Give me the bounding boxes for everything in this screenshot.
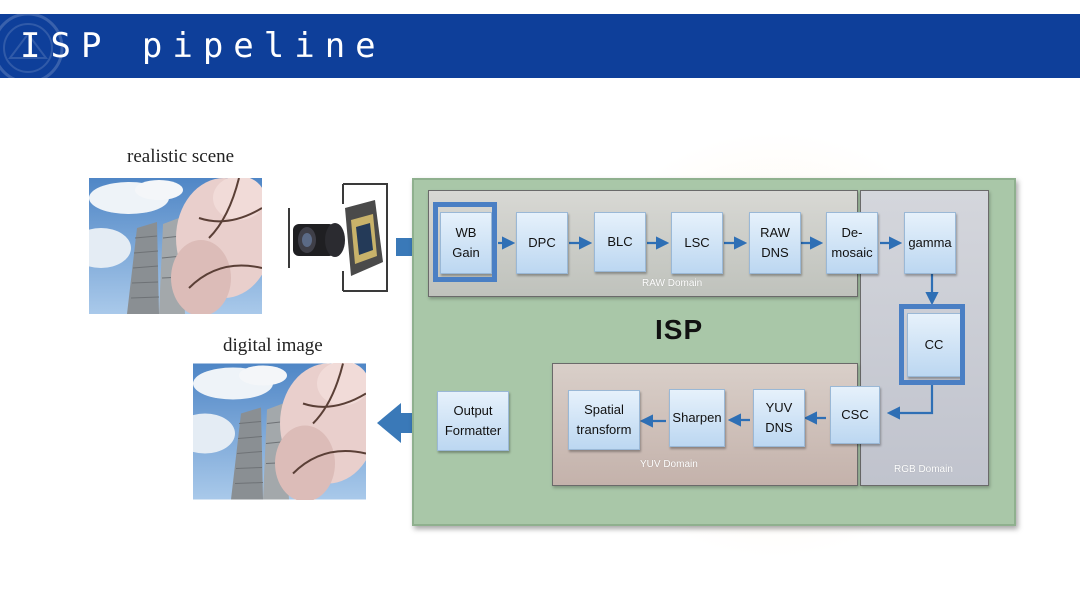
isp-label: ISP (655, 314, 704, 345)
blc-block: BLC (594, 212, 646, 272)
slide-title: ISP pipeline (20, 26, 386, 66)
output-caption: digital image (223, 335, 323, 356)
rgb-domain-label: RGB Domain (894, 464, 953, 475)
gamma-block: gamma (904, 212, 956, 274)
demosaic-block: De-mosaic (826, 212, 878, 274)
input-caption: realistic scene (127, 146, 235, 167)
csc-block: CSC (830, 386, 880, 444)
cc-block: CC (907, 313, 961, 377)
digital-image-photo (193, 363, 366, 500)
scene-photo (89, 178, 262, 314)
sharpen-block: Sharpen (669, 389, 725, 447)
lsc-block: LSC (671, 212, 723, 274)
camera-sensor-illustration (287, 180, 389, 295)
raw-domain-label: RAW Domain (642, 278, 703, 289)
dpc-block: DPC (516, 212, 568, 274)
wb-gain-highlight (433, 202, 497, 282)
title-bar: ISP pipeline (0, 14, 1080, 78)
university-seal-icon (0, 14, 64, 78)
yuv-domain-label: YUV Domain (640, 459, 698, 470)
cc-highlight (899, 304, 965, 385)
